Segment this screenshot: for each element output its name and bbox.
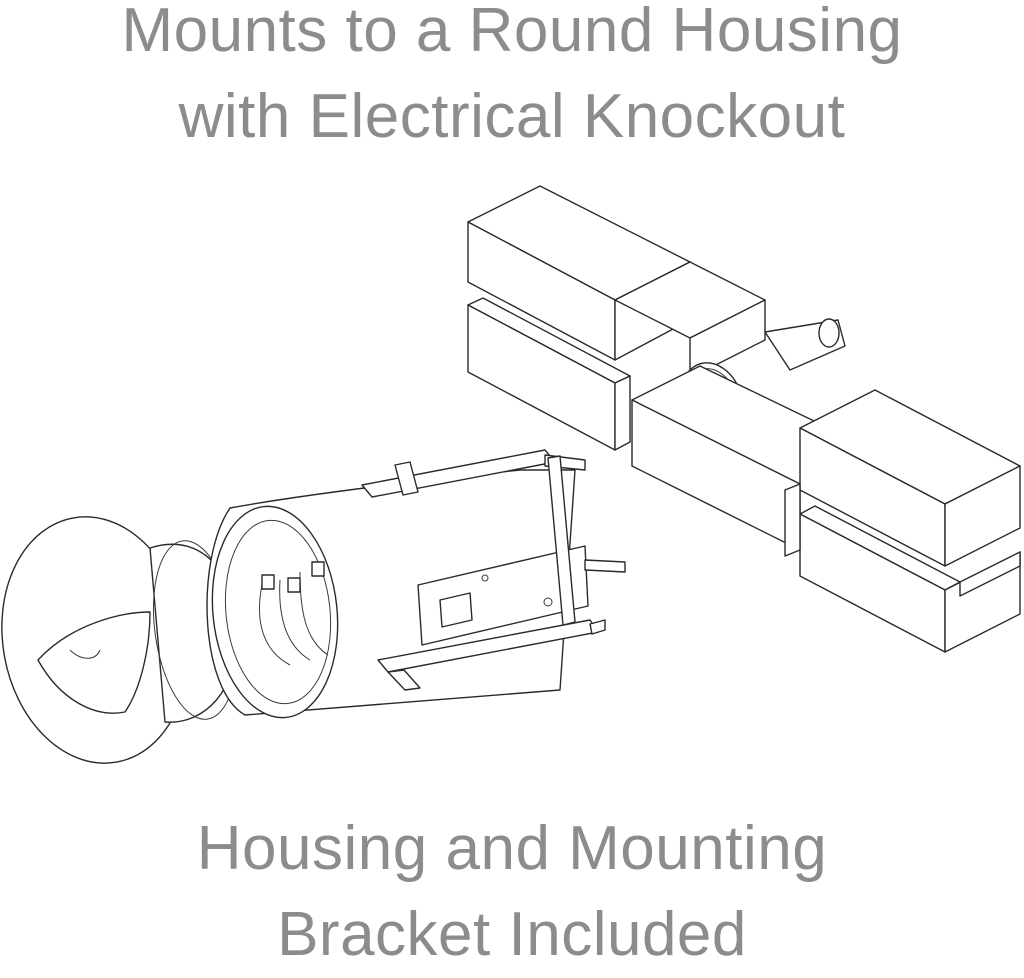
exploded-mounting-illustration xyxy=(1,185,1021,764)
wall-block-housing xyxy=(467,185,1021,653)
mounting-bracket xyxy=(361,449,626,691)
top-caption-line-1: Mounts to a Round Housing xyxy=(121,0,903,65)
bottom-caption-line-1: Housing and Mounting xyxy=(196,814,828,883)
bottom-caption: Housing and Mounting Bracket Included xyxy=(0,806,1024,978)
bottom-caption-line-2: Bracket Included xyxy=(277,900,747,969)
top-caption: Mounts to a Round Housing with Electrica… xyxy=(0,0,1024,160)
top-caption-line-2: with Electrical Knockout xyxy=(178,82,846,151)
